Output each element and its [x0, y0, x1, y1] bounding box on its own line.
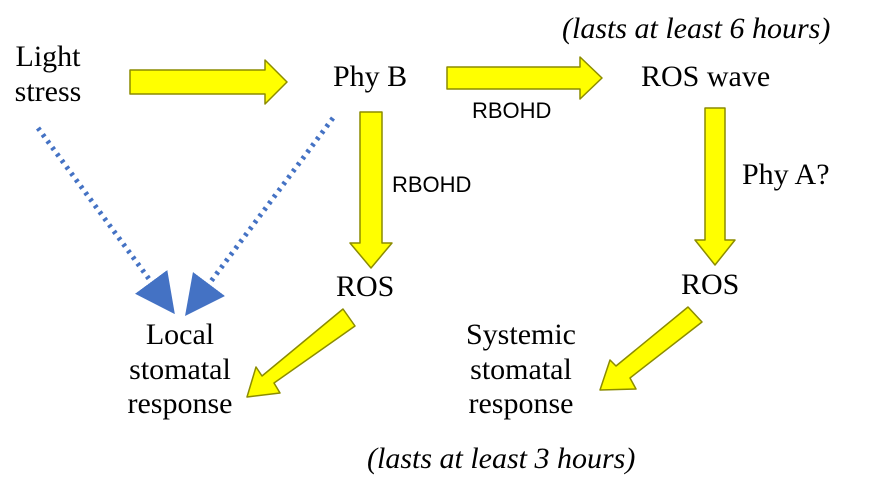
node-ros-right: ROS: [681, 268, 740, 301]
edge-label-rbohd-horizontal: RBOHD: [472, 98, 552, 123]
arrow-phyb-to-ros: [349, 111, 393, 269]
edge-label-phy-a: Phy A?: [742, 158, 830, 191]
note-systemic-duration: (lasts at least 3 hours): [367, 442, 636, 475]
arrow-phyb-to-roswave: [446, 56, 603, 100]
node-systemic-response: Systemic stomatal response: [446, 318, 596, 422]
edge-label-rbohd-vertical: RBOHD: [392, 172, 472, 197]
node-light-stress-line2: stress: [14, 74, 82, 108]
node-local-response: Local stomatal response: [110, 318, 250, 422]
node-systemic-response-line1: Systemic: [466, 318, 576, 351]
arrow-ros-to-local-response: [246, 308, 356, 398]
arrow-roswave-to-ros: [694, 107, 736, 266]
node-light-stress: Light stress: [8, 40, 88, 109]
dotted-arrow-light-to-local: [35, 126, 175, 315]
node-ros-wave: ROS wave: [641, 60, 771, 93]
node-systemic-response-line3: response: [468, 387, 574, 420]
node-light-stress-line1: Light: [15, 40, 81, 73]
arrow-ros-to-systemic-response: [599, 306, 703, 391]
node-local-response-line1: Local: [145, 318, 215, 351]
node-ros-left: ROS: [336, 270, 395, 303]
dotted-arrow-phyb-to-local: [185, 116, 336, 317]
node-local-response-line2: stomatal: [129, 352, 231, 386]
node-phy-b: Phy B: [333, 60, 408, 93]
node-local-response-line3: response: [127, 387, 233, 420]
node-systemic-response-line2: stomatal: [470, 352, 572, 386]
arrow-light-to-phyb: [129, 59, 288, 105]
note-ros-wave-duration: (lasts at least 6 hours): [562, 12, 831, 45]
